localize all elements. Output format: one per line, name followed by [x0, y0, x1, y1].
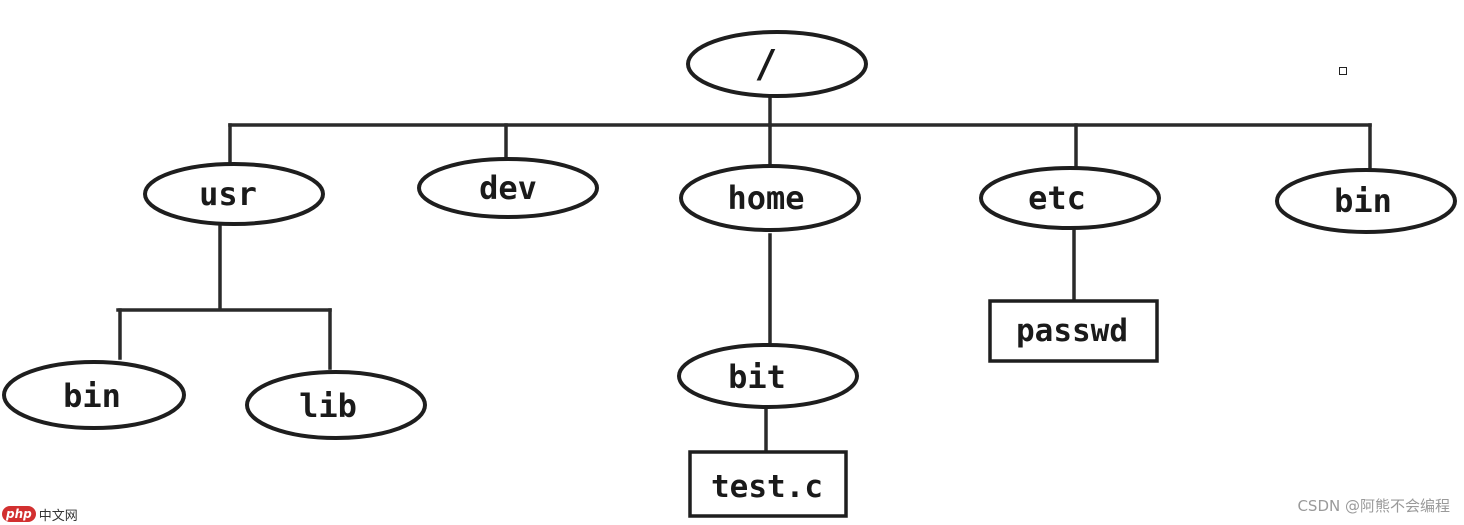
- node-label-etc: etc: [1028, 179, 1086, 217]
- php-logo-text: 中文网: [38, 508, 78, 524]
- node-label-dev: dev: [479, 169, 537, 207]
- node-label-bin: bin: [1334, 182, 1392, 220]
- node-home: home: [679, 164, 861, 232]
- node-label-home: home: [727, 179, 804, 217]
- node-label-test-c: test.c: [711, 469, 823, 505]
- node-usr-bin: bin: [2, 360, 186, 430]
- node-label-root: /: [755, 42, 778, 86]
- php-logo-badge: php: [2, 506, 36, 522]
- node-passwd: passwd: [988, 299, 1159, 363]
- node-usr: usr: [143, 162, 325, 226]
- node-label-passwd: passwd: [1016, 313, 1128, 349]
- node-root: /: [686, 30, 868, 98]
- node-label-usr-bin: bin: [63, 377, 121, 415]
- node-dev: dev: [417, 157, 599, 219]
- node-test-c: test.c: [688, 450, 848, 518]
- node-bin: bin: [1275, 168, 1457, 234]
- node-usr-lib: lib: [245, 370, 427, 440]
- node-label-usr-lib: lib: [299, 387, 357, 425]
- node-label-usr: usr: [199, 175, 257, 213]
- node-label-bit: bit: [728, 358, 786, 396]
- node-bit: bit: [677, 343, 859, 409]
- php-cn-watermark: php 中文网: [2, 505, 78, 524]
- csdn-credit-watermark: CSDN @阿熊不会编程: [1297, 497, 1450, 515]
- tree-edges: [116, 90, 1372, 454]
- node-etc: etc: [979, 166, 1161, 230]
- corner-square-mark: [1339, 67, 1347, 75]
